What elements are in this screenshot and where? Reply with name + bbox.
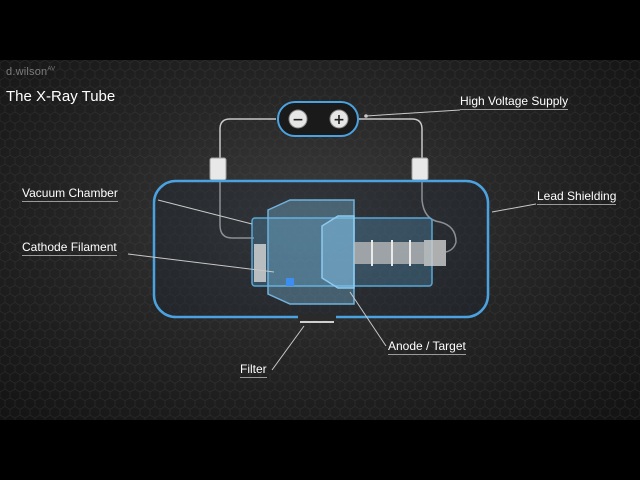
label-vacuum-chamber: Vacuum Chamber <box>22 186 118 202</box>
letterbox-top <box>0 0 640 60</box>
leader-high-voltage-supply <box>365 109 461 117</box>
label-filter: Filter <box>240 362 267 378</box>
anode-rod <box>354 242 424 264</box>
anode-rod-end <box>424 240 446 266</box>
filter-window <box>298 314 336 320</box>
wire-positive <box>358 118 457 253</box>
filament-glow <box>286 278 294 286</box>
leader-vacuum-chamber <box>157 199 253 225</box>
connector-left <box>209 157 227 181</box>
leader-lead-shielding <box>491 203 537 213</box>
negative-terminal <box>288 109 308 129</box>
brand-logo: d.wilsonAV <box>6 66 55 78</box>
leader-anode-target <box>349 291 387 347</box>
diagram-stage: d.wilsonAV The X-Ray Tube − <box>0 60 640 420</box>
diagram-title: The X-Ray Tube <box>6 88 116 105</box>
anode-head <box>321 215 355 289</box>
brand-name: d.wilson <box>6 66 48 78</box>
label-high-voltage-supply: High Voltage Supply <box>460 94 569 110</box>
letterbox-bottom <box>0 420 640 480</box>
leader-filter <box>271 325 305 371</box>
cathode-filament-block <box>254 244 266 282</box>
brand-suffix: AV <box>47 66 56 73</box>
negative-terminal-symbol: − <box>292 112 304 128</box>
leader-cathode-filament <box>127 253 275 273</box>
xray-tube-diagram: − + <box>127 101 537 371</box>
label-anode-target: Anode / Target <box>388 339 466 355</box>
positive-terminal <box>329 109 349 129</box>
positive-terminal-symbol: + <box>333 112 345 128</box>
label-cathode-filament: Cathode Filament <box>22 240 117 256</box>
wire-negative <box>219 118 276 239</box>
leader-high-voltage-supply-dot <box>364 114 368 118</box>
label-lead-shielding: Lead Shielding <box>537 189 617 205</box>
connector-right <box>411 157 429 181</box>
